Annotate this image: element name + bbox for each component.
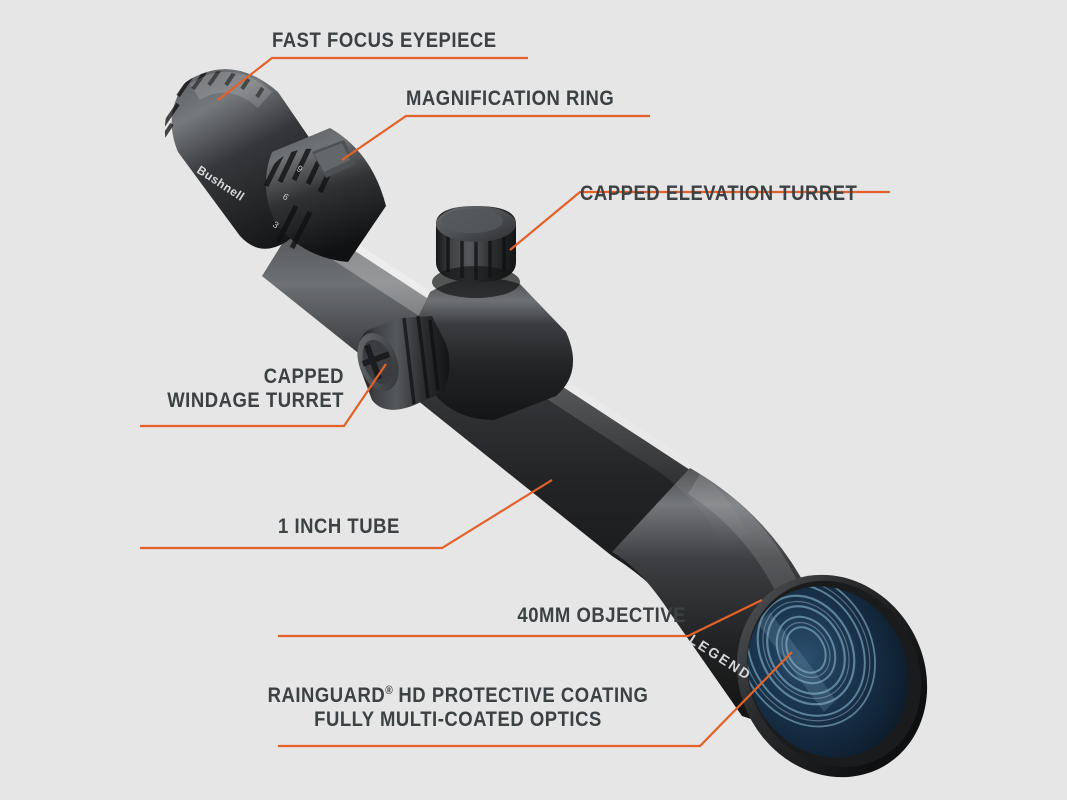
svg-text:6: 6: [281, 191, 291, 202]
rainguard-suffix: HD PROTECTIVE COATING: [392, 684, 649, 707]
scope-body: Bushnell 9: [154, 56, 928, 778]
callout-line: WINDAGE TURRET: [167, 389, 344, 413]
callout-label-rainguard-coating: RAINGUARD® HD PROTECTIVE COATING FULLY M…: [212, 684, 705, 733]
svg-text:9: 9: [295, 163, 305, 174]
callout-label-magnification-ring: MAGNIFICATION RING: [406, 87, 614, 111]
callout-label-one-inch-tube: 1 INCH TUBE: [278, 515, 400, 539]
registered-trademark-icon: ®: [385, 685, 393, 697]
callout-line-rainguard: RAINGUARD® HD PROTECTIVE COATING: [212, 684, 705, 708]
callout-line: 1 INCH TUBE: [278, 515, 400, 538]
capped-elevation-turret: [432, 206, 520, 298]
rainguard-word: RAINGUARD: [267, 684, 386, 707]
callout-line-optics: FULLY MULTI-COATED OPTICS: [314, 708, 602, 732]
callout-label-capped-elevation-turret: CAPPED ELEVATION TURRET: [580, 182, 857, 206]
callout-line: 40MM OBJECTIVE: [517, 604, 686, 627]
callout-label-forty-mm-objective: 40MM OBJECTIVE: [82, 604, 686, 628]
svg-text:3: 3: [271, 219, 281, 230]
turret-housing: [412, 277, 574, 420]
callout-line: CAPPED: [263, 365, 344, 388]
callout-line: MAGNIFICATION RING: [406, 87, 615, 110]
callout-line: CAPPED ELEVATION TURRET: [580, 182, 858, 205]
callout-label-fast-focus-eyepiece: FAST FOCUS EYEPIECE: [272, 29, 497, 53]
callout-label-capped-windage-turret: CAPPED WINDAGE TURRET: [41, 365, 344, 414]
callout-line: FAST FOCUS EYEPIECE: [272, 29, 497, 52]
